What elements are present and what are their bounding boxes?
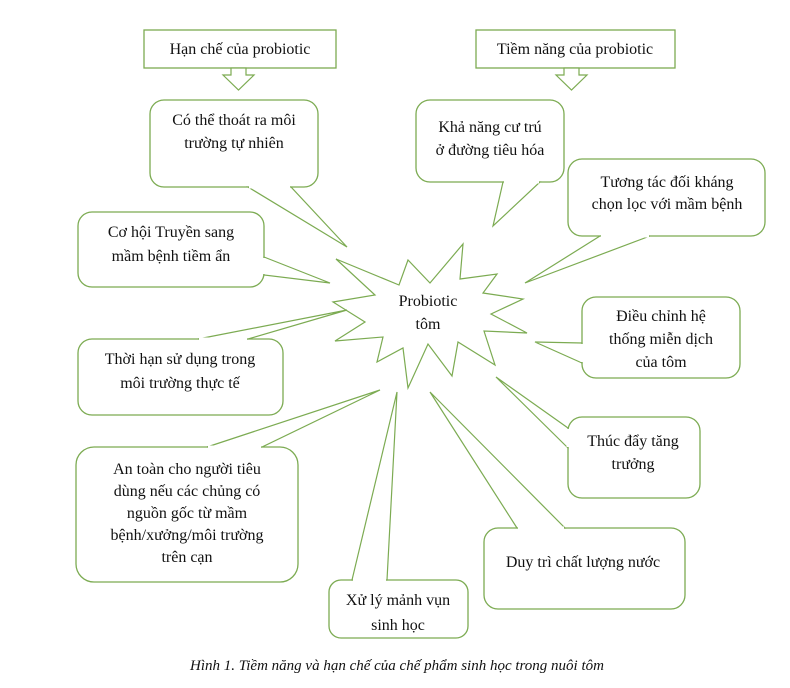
callout-limitation-shelf-life: Thời hạn sử dụng trong môi trường thực t…	[77, 309, 348, 416]
callout-potential-immune: Điều chỉnh hệ thống miễn dịch của tôm	[534, 296, 741, 379]
center-label-line: tôm	[416, 316, 441, 333]
callout-text: trường tự nhiên	[184, 135, 284, 152]
header-limitations: Hạn chế của probiotic	[143, 29, 337, 91]
callout-potential-growth: Thúc đẩy tăng trưởng	[495, 376, 701, 499]
callout-text: môi trường thực tế	[120, 375, 240, 392]
callout-text: Điều chỉnh hệ	[616, 308, 706, 325]
callout-text: nguồn gốc từ mầm	[127, 505, 248, 522]
callout-text: Có thể thoát ra môi	[172, 112, 296, 129]
callout-text: sinh học	[371, 617, 425, 634]
down-arrow-icon	[221, 67, 256, 91]
callout-text: ở đường tiêu hóa	[436, 142, 545, 159]
callout-text: Duy trì chất lượng nước	[506, 554, 660, 571]
callout-potential-antagonism: Tương tác đối kháng chọn lọc với mầm bện…	[524, 158, 766, 284]
figure-caption: Hình 1. Tiềm năng và hạn chế của chế phẩ…	[189, 658, 604, 674]
callout-text: Tương tác đối kháng	[600, 174, 733, 191]
center-starburst: Probiotic tôm	[331, 242, 528, 391]
callout-text: trưởng	[612, 456, 655, 473]
callout-text: thống miễn dịch	[609, 331, 713, 348]
callout-text: Thời hạn sử dụng trong	[105, 351, 255, 368]
callout-potential-debris: Xử lý mảnh vụn sinh học	[328, 391, 469, 639]
callout-limitation-consumer-safety: An toàn cho người tiêu dùng nếu các chủn…	[75, 389, 381, 583]
header-limitations-label: Hạn chế của probiotic	[170, 41, 311, 58]
callout-text: chọn lọc với mầm bệnh	[592, 196, 743, 213]
header-potentials-label: Tiềm năng của probiotic	[497, 41, 653, 58]
callout-text: Thúc đẩy tăng	[587, 433, 679, 450]
callout-text: bệnh/xưởng/môi trường	[111, 527, 264, 544]
callout-text: trên cạn	[161, 549, 212, 566]
callout-text: Khả năng cư trú	[438, 119, 541, 136]
callout-text: mầm bệnh tiềm ẩn	[112, 248, 231, 265]
callout-potential-gut-colonization: Khả năng cư trú ở đường tiêu hóa	[415, 99, 565, 228]
callout-text: dùng nếu các chủng có	[114, 483, 261, 500]
callout-limitation-escape: Có thể thoát ra môi trường tự nhiên	[149, 99, 348, 248]
header-potentials: Tiềm năng của probiotic	[475, 29, 676, 91]
callout-text: Cơ hội Truyền sang	[108, 224, 234, 241]
callout-potential-water-quality: Duy trì chất lượng nước	[429, 391, 686, 610]
callout-text: của tôm	[635, 354, 687, 371]
down-arrow-icon	[554, 67, 589, 91]
center-label-line: Probiotic	[399, 293, 458, 310]
callout-text: Xử lý mảnh vụn	[346, 592, 450, 609]
callout-limitation-pathogen-transfer: Cơ hội Truyền sang mầm bệnh tiềm ẩn	[77, 211, 331, 288]
callout-text: An toàn cho người tiêu	[113, 461, 261, 478]
